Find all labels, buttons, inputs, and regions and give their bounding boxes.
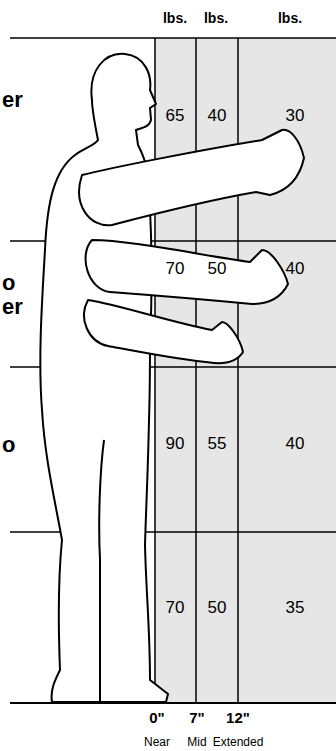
body-outline: [40, 54, 168, 702]
table-value: 50: [208, 599, 227, 616]
table-value: 40: [286, 260, 305, 277]
row-heading-fragment: o: [2, 272, 15, 294]
reach-zone-fill: [155, 38, 336, 703]
distance-mark: 12": [226, 710, 250, 725]
column-divider: [154, 38, 156, 703]
person-figure: [40, 54, 304, 702]
table-value: 65: [166, 107, 185, 124]
grid-lines: [10, 38, 336, 703]
column-unit: lbs.: [163, 11, 187, 25]
arm-extended-low: [84, 300, 243, 363]
column-divider: [237, 38, 239, 703]
distance-name: Extended: [213, 736, 264, 748]
table-value: 70: [166, 260, 185, 277]
row-divider: [10, 531, 336, 533]
row-divider: [10, 37, 336, 39]
column-unit: lbs.: [278, 11, 302, 25]
table-value: 50: [208, 260, 227, 277]
arm-extended-high: [79, 130, 304, 225]
distance-mark: 0": [149, 710, 164, 725]
row-heading-fragment: o: [2, 434, 15, 456]
distance-mark: 7": [189, 710, 204, 725]
column-unit: lbs.: [204, 11, 228, 25]
arm-extended-mid: [86, 240, 288, 304]
row-heading-fragment: er: [2, 296, 23, 318]
table-value: 40: [286, 435, 305, 452]
leg-line: [99, 440, 104, 702]
table-value: 30: [286, 107, 305, 124]
table-value: 40: [208, 107, 227, 124]
table-value: 55: [208, 435, 227, 452]
table-value: 35: [286, 599, 305, 616]
table-value: 90: [166, 435, 185, 452]
table-value: 70: [166, 599, 185, 616]
row-heading-fragment: er: [2, 89, 23, 111]
distance-name: Mid: [187, 736, 206, 748]
distance-name: Near: [144, 736, 170, 748]
column-divider: [195, 38, 197, 703]
